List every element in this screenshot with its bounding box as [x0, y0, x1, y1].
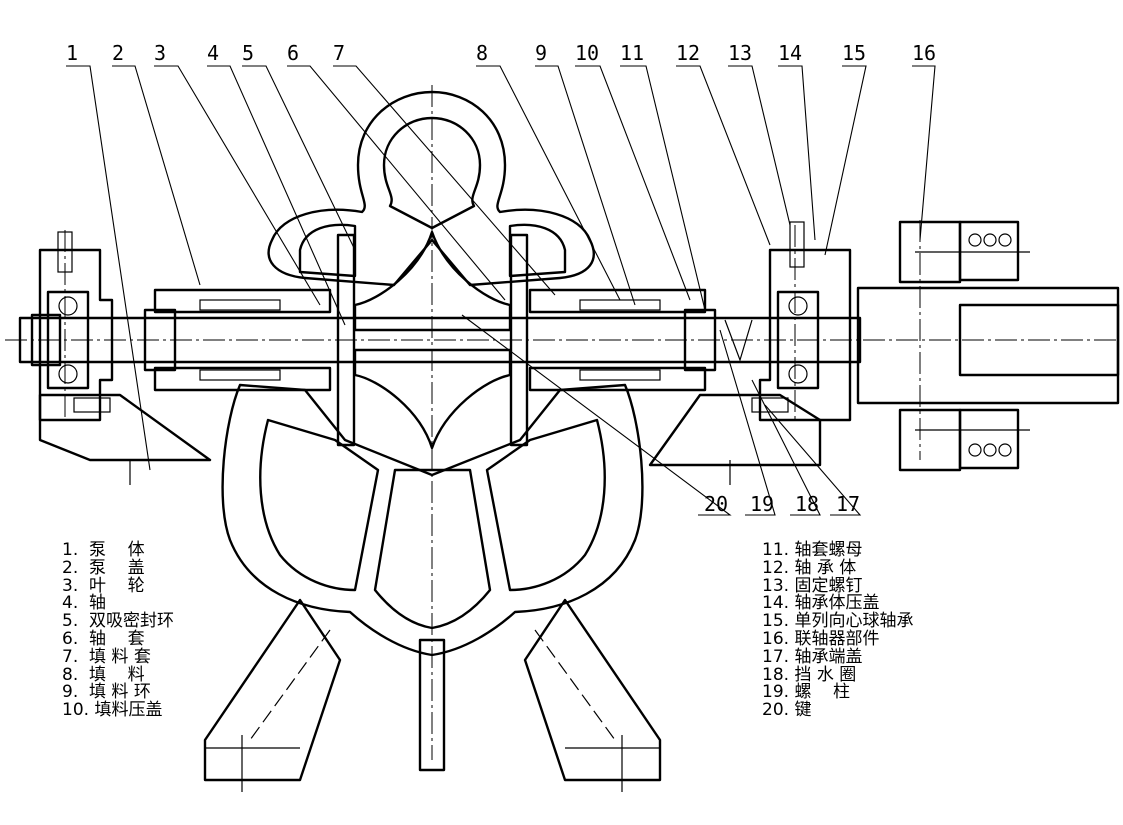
leader-lines	[66, 65, 936, 516]
right-gland-assembly	[528, 288, 717, 392]
callout-3: 3	[154, 41, 166, 65]
legend-item-9: 9. 填 料 环	[62, 682, 151, 703]
legend-item-5: 5. 双吸密封环	[62, 611, 175, 632]
parts-legend-left: 1. 泵 体 2. 泵 盖 3. 叶 轮 4. 轴 5. 双吸密封环 6. 轴 …	[62, 540, 175, 721]
parts-legend-right: 11. 轴套螺母 12. 轴 承 体 13. 固定螺钉 14. 轴承体压盖 15…	[762, 540, 914, 721]
callout-10: 10	[575, 41, 599, 65]
callout-20: 20	[704, 492, 728, 516]
legend-item-4: 4. 轴	[62, 593, 107, 614]
callout-12: 12	[676, 41, 700, 65]
legend-item-15: 15. 单列向心球轴承	[762, 611, 914, 632]
legend-item-20: 20. 键	[762, 700, 812, 721]
legend-item-14: 14. 轴承体压盖	[762, 593, 880, 614]
legend-item-17: 17. 轴承端盖	[762, 646, 863, 667]
callout-4: 4	[207, 41, 219, 65]
legend-item-3: 3. 叶 轮	[62, 575, 145, 596]
callout-numbers: 1 2 3 4 5 6 7 8 9 10 11 12 13 14 15 16 2…	[66, 41, 936, 516]
callout-16: 16	[912, 41, 936, 65]
legend-item-11: 11. 轴套螺母	[762, 540, 863, 560]
callout-5: 5	[242, 41, 254, 65]
legend-item-19: 19. 螺 柱	[762, 682, 851, 703]
right-bearing-housing	[724, 221, 852, 422]
pump-casing	[38, 90, 822, 792]
left-bearing-housing	[30, 231, 114, 422]
legend-item-18: 18. 挡 水 圈	[762, 664, 857, 685]
left-gland-assembly	[143, 288, 332, 392]
callout-14: 14	[778, 41, 802, 65]
callout-6: 6	[287, 41, 299, 65]
callout-9: 9	[535, 41, 547, 65]
legend-item-12: 12. 轴 承 体	[762, 557, 857, 578]
shaft	[5, 85, 1118, 760]
coupling	[856, 220, 1120, 472]
callout-13: 13	[728, 41, 752, 65]
callout-18: 18	[795, 492, 819, 516]
callout-15: 15	[842, 41, 866, 65]
callout-17: 17	[836, 492, 860, 516]
legend-item-2: 2. 泵 盖	[62, 557, 145, 578]
legend-item-8: 8. 填 料	[62, 664, 145, 685]
legend-item-6: 6. 轴 套	[62, 628, 145, 649]
callout-8: 8	[476, 41, 488, 65]
callout-11: 11	[620, 41, 644, 65]
legend-item-16: 16. 联轴器部件	[762, 628, 880, 649]
legend-item-13: 13. 固定螺钉	[762, 575, 863, 596]
callout-2: 2	[112, 41, 124, 65]
legend-item-7: 7. 填 料 套	[62, 646, 151, 667]
callout-1: 1	[66, 41, 78, 65]
callout-19: 19	[750, 492, 774, 516]
legend-item-1: 1. 泵 体	[62, 540, 145, 560]
callout-7: 7	[333, 41, 345, 65]
legend-item-10: 10. 填料压盖	[62, 700, 163, 721]
